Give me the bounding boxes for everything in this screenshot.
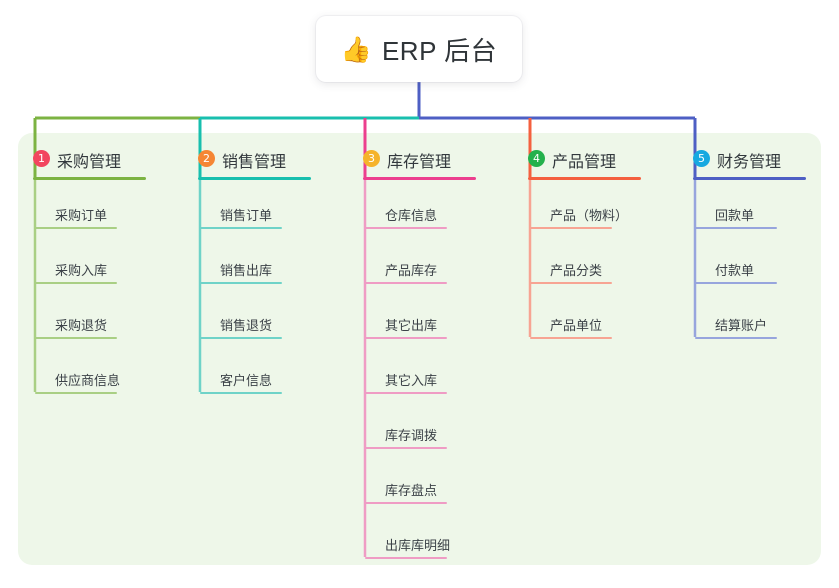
branch-column-3: 3 库存管理仓库信息产品库存其它出库其它入库库存调拨库存盘点出库库明细	[363, 143, 476, 559]
leaf-item[interactable]: 库存盘点	[385, 483, 438, 498]
leaf-underline	[365, 447, 447, 449]
leaf-underline	[365, 557, 447, 559]
branch-header-3[interactable]: 3 库存管理	[363, 143, 451, 177]
leaf-item[interactable]: 出库库明细	[385, 538, 451, 553]
branch-title: 产品管理	[552, 154, 617, 171]
leaf-underline	[200, 282, 282, 284]
branch-number-badge: 2	[198, 150, 215, 167]
leaf-item[interactable]: 销售订单	[220, 208, 273, 223]
root-node[interactable]: 👍 ERP 后台	[316, 16, 522, 82]
leaf-item[interactable]: 供应商信息	[55, 373, 121, 388]
leaf-underline	[365, 282, 447, 284]
leaf-item[interactable]: 采购订单	[55, 208, 108, 223]
branch-underline	[693, 177, 806, 180]
branch-number-badge: 5	[693, 150, 710, 167]
branch-header-1[interactable]: 1 采购管理	[33, 143, 121, 177]
leaf-item[interactable]: 回款单	[715, 208, 755, 223]
leaf-item[interactable]: 采购退货	[55, 318, 108, 333]
leaf-item[interactable]: 客户信息	[220, 373, 273, 388]
root-title: ERP 后台	[381, 35, 498, 66]
leaf-item[interactable]: 销售出库	[220, 263, 273, 278]
leaf-underline	[35, 337, 117, 339]
leaf-underline	[200, 227, 282, 229]
leaf-underline	[365, 502, 447, 504]
leaf-item[interactable]: 产品（物料）	[550, 208, 629, 223]
leaf-underline	[695, 337, 777, 339]
branch-header-5[interactable]: 5 财务管理	[693, 143, 781, 177]
leaf-item[interactable]: 产品分类	[550, 263, 603, 278]
branch-title: 财务管理	[717, 154, 782, 171]
leaf-item[interactable]: 采购入库	[55, 263, 108, 278]
branch-column-4: 4 产品管理产品（物料） 产品分类产品单位	[528, 143, 641, 339]
leaf-item[interactable]: 结算账户	[715, 318, 768, 333]
leaf-underline	[35, 392, 117, 394]
leaf-item[interactable]: 产品单位	[550, 318, 603, 333]
leaf-item[interactable]: 销售退货	[220, 318, 273, 333]
leaf-underline	[365, 392, 447, 394]
branch-underline	[528, 177, 641, 180]
leaf-underline	[530, 337, 612, 339]
leaf-underline	[530, 282, 612, 284]
leaf-underline	[35, 227, 117, 229]
branch-number-badge: 1	[33, 150, 50, 167]
leaf-underline	[695, 227, 777, 229]
branch-title: 采购管理	[57, 154, 122, 171]
leaf-item[interactable]: 产品库存	[385, 263, 438, 278]
leaf-item[interactable]: 其它入库	[385, 373, 438, 388]
leaf-underline	[200, 337, 282, 339]
leaf-item[interactable]: 库存调拨	[385, 428, 438, 443]
branch-title: 销售管理	[222, 154, 287, 171]
leaf-item[interactable]: 其它出库	[385, 318, 438, 333]
leaf-underline	[365, 227, 447, 229]
leaf-underline	[35, 282, 117, 284]
branch-column-2: 2 销售管理销售订单销售出库销售退货客户信息	[198, 143, 311, 394]
branch-header-2[interactable]: 2 销售管理	[198, 143, 286, 177]
leaf-item[interactable]: 仓库信息	[385, 208, 438, 223]
branch-underline	[33, 177, 146, 180]
branch-number-badge: 3	[363, 150, 380, 167]
thumbs-up-icon: 👍	[340, 34, 372, 64]
branch-title: 库存管理	[387, 154, 452, 171]
branch-underline	[198, 177, 311, 180]
branch-number-badge: 4	[528, 150, 545, 167]
leaf-underline	[365, 337, 447, 339]
branch-column-5: 5 财务管理回款单付款单结算账户	[693, 143, 806, 339]
leaf-underline	[530, 227, 612, 229]
leaf-underline	[200, 392, 282, 394]
branch-header-4[interactable]: 4 产品管理	[528, 143, 616, 177]
branch-underline	[363, 177, 476, 180]
leaf-item[interactable]: 付款单	[715, 263, 755, 278]
leaf-underline	[695, 282, 777, 284]
diagram-panel	[18, 133, 821, 565]
branch-column-1: 1 采购管理采购订单采购入库采购退货供应商信息	[33, 143, 146, 394]
